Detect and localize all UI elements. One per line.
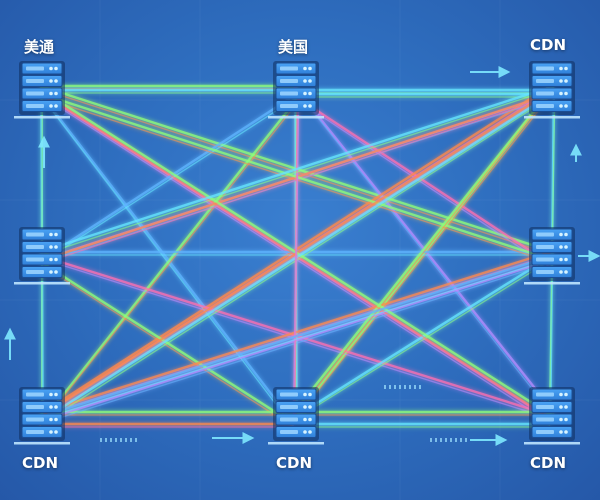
dotted-accent — [430, 438, 432, 442]
server-icon — [524, 387, 580, 445]
connection-line — [296, 96, 552, 266]
flow-arrows — [3, 66, 600, 446]
dotted-accent — [389, 385, 391, 389]
connection-line — [39, 84, 555, 254]
dotted-accent — [115, 438, 117, 442]
connection-line — [38, 100, 300, 428]
node-label-top-mid: 美国 — [278, 38, 309, 56]
dotted-accent — [135, 438, 137, 442]
dotted-accent — [110, 438, 112, 442]
connection-lines — [38, 84, 556, 428]
dotted-accent — [100, 438, 102, 442]
node-label-bot-mid: CDN — [276, 454, 313, 472]
connection-line — [294, 88, 554, 416]
connection-line — [40, 92, 298, 262]
connection-line — [41, 258, 553, 420]
server-icon — [268, 61, 324, 119]
server-icon — [14, 387, 70, 445]
dotted-accent — [450, 438, 452, 442]
connection-line — [295, 258, 553, 420]
dotted-accent — [414, 385, 416, 389]
connection-line — [41, 258, 553, 422]
node-label-top-left: 美通 — [24, 38, 55, 56]
connection-line — [41, 254, 553, 418]
connection-line — [295, 92, 553, 420]
dotted-accent — [460, 438, 462, 442]
dotted-accent — [384, 385, 386, 389]
dotted-accent — [435, 438, 437, 442]
dotted-accent — [120, 438, 122, 442]
connection-line — [292, 100, 300, 428]
server-icon — [14, 227, 70, 285]
dotted-accent — [404, 385, 406, 389]
dotted-accent — [455, 438, 457, 442]
dotted-accent — [394, 385, 396, 389]
dotted-accent — [105, 438, 107, 442]
connection-line — [42, 262, 552, 424]
dotted-accent — [440, 438, 442, 442]
node-label-bot-right: CDN — [530, 454, 567, 472]
dotted-accent — [125, 438, 127, 442]
server-nodes — [14, 61, 580, 445]
connection-line — [42, 262, 296, 426]
server-icon — [524, 61, 580, 119]
connection-line — [42, 250, 552, 414]
server-icon — [14, 61, 70, 119]
dotted-accent — [445, 438, 447, 442]
dotted-accent — [419, 385, 421, 389]
dotted-accent — [409, 385, 411, 389]
dotted-accent — [465, 438, 467, 442]
server-icon — [268, 387, 324, 445]
connection-line — [44, 266, 294, 428]
connection-line — [295, 254, 553, 418]
connection-line — [40, 88, 554, 256]
connection-line — [39, 96, 299, 264]
connection-line — [293, 84, 555, 414]
dotted-accent — [130, 438, 132, 442]
node-label-top-right: CDN — [530, 36, 567, 54]
connection-line — [39, 96, 299, 426]
server-icon — [524, 227, 580, 285]
connection-line — [298, 100, 550, 268]
node-label-bot-left: CDN — [22, 454, 59, 472]
dotted-accent — [399, 385, 401, 389]
